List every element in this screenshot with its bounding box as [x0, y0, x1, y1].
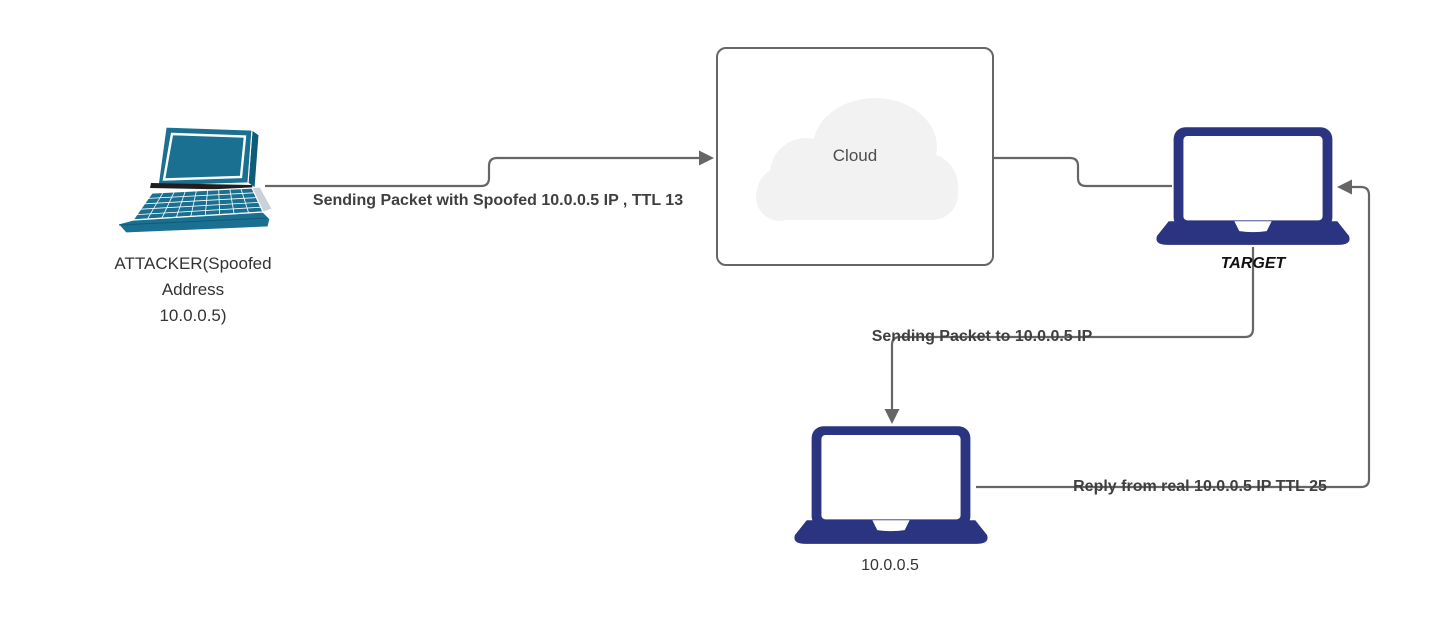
real-host-laptop-icon — [794, 426, 988, 544]
attacker-label: ATTACKER(Spoofed Address 10.0.0.5) — [88, 251, 298, 329]
target-laptop-icon — [1156, 127, 1350, 245]
cloud-box: Cloud — [716, 47, 994, 266]
attacker-laptop-icon — [116, 126, 273, 233]
arrowhead-target-to-realhost — [884, 409, 900, 424]
arrowhead-realhost-to-target — [1337, 179, 1352, 195]
edge-realhost-to-target — [976, 185, 1371, 489]
edge-attacker-to-cloud — [265, 156, 700, 188]
attacker-label-line2: Address — [161, 280, 225, 299]
attacker-label-line3: 10.0.0.5) — [159, 306, 227, 325]
real-host-label: 10.0.0.5 — [861, 557, 919, 574]
arrowhead-attacker-to-cloud — [699, 150, 714, 166]
edge-cloud-to-target — [994, 156, 1172, 188]
edge-target-to-realhost — [890, 247, 1255, 410]
attacker-label-line1: ATTACKER(Spoofed — [114, 254, 272, 273]
target-label: TARGET — [1220, 255, 1286, 272]
cloud-icon — [756, 98, 958, 221]
edge-label-spoofed-packet: Sending Packet with Spoofed 10.0.0.5 IP … — [312, 192, 684, 209]
edge-label-packet-to-real-ip: Sending Packet to 10.0.0.5 IP — [871, 328, 1093, 345]
cloud-label: Cloud — [832, 146, 878, 165]
edge-label-reply: Reply from real 10.0.0.5 IP TTL 25 — [1073, 478, 1327, 495]
